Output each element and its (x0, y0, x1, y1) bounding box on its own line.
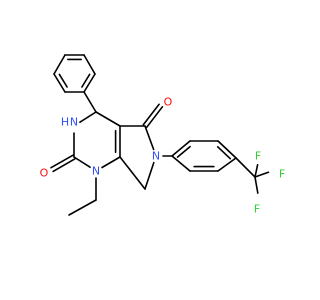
bond-ar_c4-cf3 (235, 157, 256, 178)
bond-c7-n6 (144, 161, 155, 190)
bond-ph_c5-ph_c6-inner (58, 73, 68, 88)
bond-c2-o2-b (52, 158, 76, 173)
bond-ph_c2-ph_c3 (83, 54, 96, 75)
atom-label-o2: O (40, 167, 49, 180)
bond-ph_c5-ph_c6 (53, 73, 66, 93)
bond-ar_c4-ar_c5 (217, 157, 237, 172)
atom-label-o5: O (164, 96, 173, 109)
bond-c4-n3 (79, 111, 97, 123)
bond-c5-o5-b (142, 103, 160, 126)
atom-label-f2: F (255, 150, 261, 163)
bond-ar_c3-ar_c4-inner (216, 146, 232, 160)
atom-label-n6: N (152, 150, 160, 163)
bond-layer (50, 54, 270, 216)
bond-c4a-c4 (95, 111, 121, 127)
bond-ph_c4-c4 (83, 91, 97, 113)
bond-cf3-f3 (254, 176, 259, 194)
bond-n6-c5 (144, 125, 155, 151)
bond-ar_c1-ar_c2-inner (176, 145, 191, 158)
bond-et_c1-et_c2 (68, 199, 97, 216)
bond-ph_c3-ph_c4 (83, 73, 96, 93)
bond-ph_c3-ph_c4-inner (81, 73, 91, 88)
diagram-background (0, 0, 300, 300)
atom-label-n1: N (92, 165, 100, 178)
bond-cf3-f1 (254, 171, 270, 178)
bond-ar_c1-ar_c2 (171, 140, 191, 157)
bond-ar_c3-ar_c4 (217, 140, 237, 159)
bond-c5-o5-a (145, 106, 164, 129)
atom-label-n3: N (70, 116, 78, 129)
atom-hydrogen-label-n3: H (61, 116, 69, 129)
bond-c2-o2-a (50, 154, 74, 169)
atom-label-f1: F (279, 168, 285, 181)
bond-ph_c6-ph_c1 (53, 54, 66, 75)
bond-n1-c7a (101, 156, 121, 169)
bond-ar_c6-ar_c1 (171, 155, 191, 172)
bond-c7a-c7 (119, 156, 146, 190)
bond-cf3-f2 (254, 164, 259, 178)
atom-label-f3: F (254, 203, 260, 216)
bond-c2-n1 (73, 156, 91, 168)
